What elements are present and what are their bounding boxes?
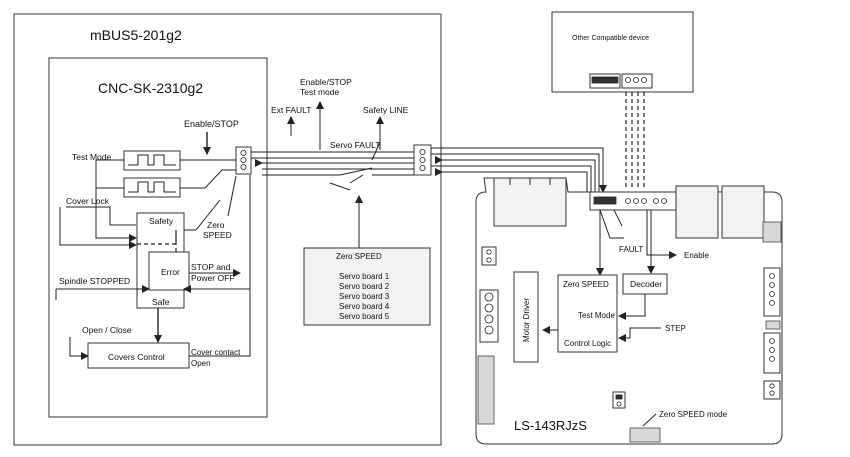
cover-contact-label-2: Open xyxy=(191,359,211,368)
fault-label: FAULT xyxy=(619,245,643,254)
servo-board-1: Servo board 1 xyxy=(339,272,390,281)
test-mode-pulse-icon xyxy=(128,154,176,166)
servo-fault-label: Servo FAULT xyxy=(330,140,380,150)
stop-power-label-2: Power OFF xyxy=(191,273,234,283)
ext-fault-label: Ext FAULT xyxy=(271,105,311,115)
ls-right-connector-3 xyxy=(763,380,781,400)
servo-board-3: Servo board 3 xyxy=(339,292,390,301)
open-close-label: Open / Close xyxy=(82,325,132,335)
zero-speed-mode-label: Zero SPEED mode xyxy=(659,410,728,419)
step-label: STEP xyxy=(665,324,686,333)
servo-board-5: Servo board 5 xyxy=(339,312,390,321)
zero-speed-mode-jumper xyxy=(629,427,661,443)
test-mode-pulse-box xyxy=(123,150,181,171)
cnc-sk-title: CNC-SK-2310g2 xyxy=(98,80,203,96)
covers-control-box xyxy=(87,342,190,369)
motor-driver-box xyxy=(513,271,539,363)
ls-left-header xyxy=(477,355,495,425)
spindle-stopped-label: Spindle STOPPED xyxy=(59,276,130,286)
enable-right-label: Enable xyxy=(684,251,709,260)
ls-jumper-top xyxy=(762,221,782,243)
safe-label: Safe xyxy=(152,297,170,307)
test-mode-label: Test Mode xyxy=(72,152,111,162)
cover-lock-pulse-icon xyxy=(128,181,176,193)
enable-stop-top-label-1: Enable/STOP xyxy=(300,77,352,87)
ls-relay-2 xyxy=(721,185,765,239)
stop-power-label-1: STOP and xyxy=(191,262,231,272)
cover-lock-pulse-box xyxy=(123,177,181,198)
cover-lock-label: Cover Lock xyxy=(66,196,110,206)
cover-contact-label-1: Cover contact xyxy=(191,348,241,357)
control-logic-label: Control Logic xyxy=(564,339,611,348)
servo-board-4: Servo board 4 xyxy=(339,302,390,311)
zero-speed-box-label: Zero SPEED xyxy=(563,280,609,289)
ls-power-module xyxy=(493,177,567,227)
enable-stop-top-label-2: Test mode xyxy=(300,87,339,97)
enable-stop-label: Enable/STOP xyxy=(184,119,239,129)
decoder-label: Decoder xyxy=(630,279,662,289)
control-logic-block xyxy=(557,274,618,353)
motor-driver-label: Motor Driver xyxy=(522,298,531,342)
servo-box-title: Zero SPEED xyxy=(336,252,382,261)
test-mode-right-label: Test Mode xyxy=(578,311,615,320)
servo-board-2: Servo board 2 xyxy=(339,282,390,291)
ls-small-connector xyxy=(481,246,497,266)
ls-right-jumper xyxy=(765,320,781,330)
safety-label: Safety xyxy=(149,216,174,226)
error-label: Error xyxy=(161,267,180,277)
error-block xyxy=(148,251,190,291)
safety-line-label: Safety LINE xyxy=(363,105,409,115)
ls-board-outline xyxy=(475,177,783,445)
zero-speed-left-label-2: SPEED xyxy=(203,230,232,240)
other-device-label: Other Compatible device xyxy=(572,35,649,42)
mbus5-title: mBUS5-201g2 xyxy=(90,27,182,43)
ls-right-connector-2 xyxy=(763,332,781,374)
covers-control-label: Covers Control xyxy=(108,352,165,362)
ls-title: LS-143RJzS xyxy=(514,418,587,433)
ls-relay-1 xyxy=(675,185,719,239)
zero-speed-left-label-1: Zero xyxy=(207,220,225,230)
servo-boards-box xyxy=(303,247,431,326)
